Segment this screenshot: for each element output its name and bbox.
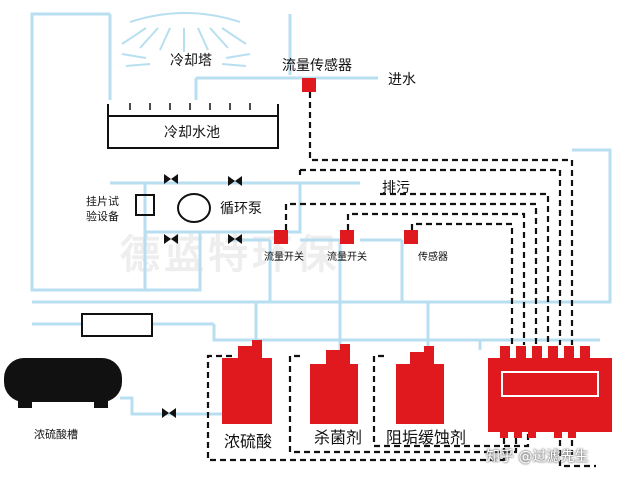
sensor-label: 传感器 [418, 252, 448, 263]
drain-label: 排污 [382, 180, 410, 196]
scale-inhibitor-label: 阻垢缓蚀剂 [386, 428, 467, 447]
acid-tank-label: 浓硫酸槽 [34, 428, 78, 441]
pool-ticks [129, 103, 251, 110]
source-credit: 知乎 @过滤先生 [486, 449, 589, 465]
test-coupon-label-2: 验设备 [86, 210, 119, 223]
switch-boxes [274, 230, 418, 244]
acid-storage-tank [4, 358, 122, 408]
flow-switch-2-label: 流量开关 [327, 252, 367, 263]
controller [488, 346, 612, 438]
circulation-pump-label: 循环泵 [220, 201, 262, 217]
flow-sensor-top-label: 流量传感器 [282, 58, 352, 74]
biocide-label: 杀菌剂 [314, 428, 363, 447]
cooling-tower-spray [121, 12, 251, 67]
valves [162, 174, 242, 418]
flow-switch-1-label: 流量开关 [264, 252, 304, 263]
cooling-pool-label: 冷却水池 [164, 125, 220, 141]
test-coupon-label-1: 挂片试 [86, 195, 119, 208]
water-inlet-label: 进水 [388, 72, 416, 88]
test-coupon-box [135, 194, 155, 216]
flow-sensor-top-box [302, 78, 316, 92]
filter-box [81, 313, 153, 337]
pump-circle [177, 193, 211, 223]
signal-lines [206, 92, 596, 468]
dosing-tanks [222, 340, 444, 424]
cooling-pool-shape [107, 104, 279, 149]
sulfuric-acid-label: 浓硫酸 [224, 432, 273, 451]
cooling-tower-label: 冷却塔 [170, 53, 212, 69]
